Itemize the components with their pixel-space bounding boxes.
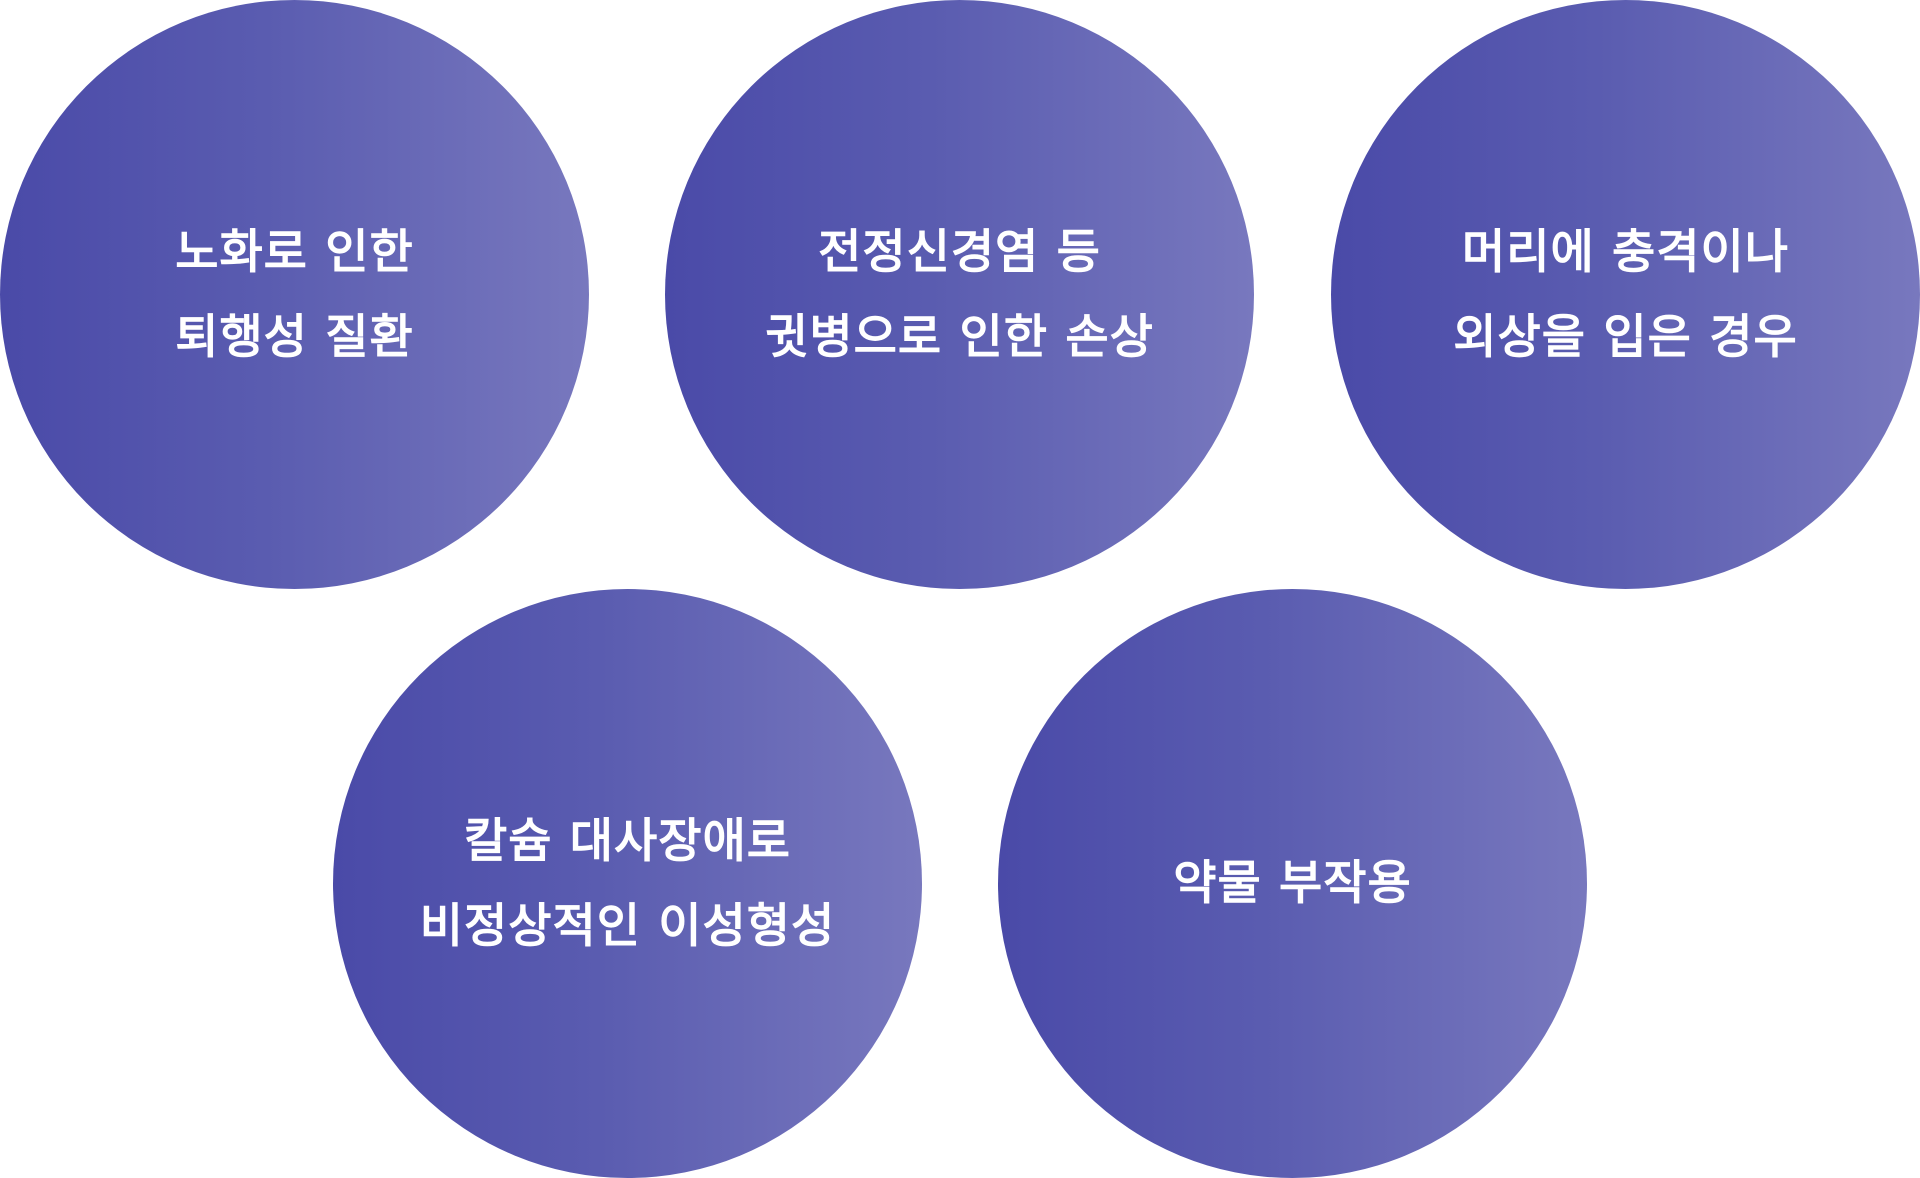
- cause-text-line-2: 귓병으로 인한 손상: [765, 309, 1154, 365]
- cause-circle-drug-side-effects: 약물 부작용: [998, 589, 1587, 1178]
- cause-circle-calcium-metabolism: 칼슘 대사장애로 비정상적인 이성형성: [333, 589, 922, 1178]
- cause-circle-head-trauma: 머리에 충격이나 외상을 입은 경우: [1331, 0, 1920, 589]
- cause-text-line-2: 외상을 입은 경우: [1453, 309, 1798, 365]
- cause-text-line-1: 머리에 충격이나: [1461, 224, 1790, 280]
- cause-text-line-1: 전정신경염 등: [818, 224, 1101, 280]
- cause-circle-aging: 노화로 인한 퇴행성 질환: [0, 0, 589, 589]
- cause-text-line-2: 비정상적인 이성형성: [419, 898, 836, 954]
- cause-text-line-2: 퇴행성 질환: [175, 309, 414, 365]
- cause-text-line-1: 노화로 인한: [175, 224, 414, 280]
- cause-circle-vestibular-neuritis: 전정신경염 등 귓병으로 인한 손상: [665, 0, 1254, 589]
- cause-text-line-1: 약물 부작용: [1173, 856, 1412, 911]
- cause-text-line-1: 칼슘 대사장애로: [463, 813, 792, 869]
